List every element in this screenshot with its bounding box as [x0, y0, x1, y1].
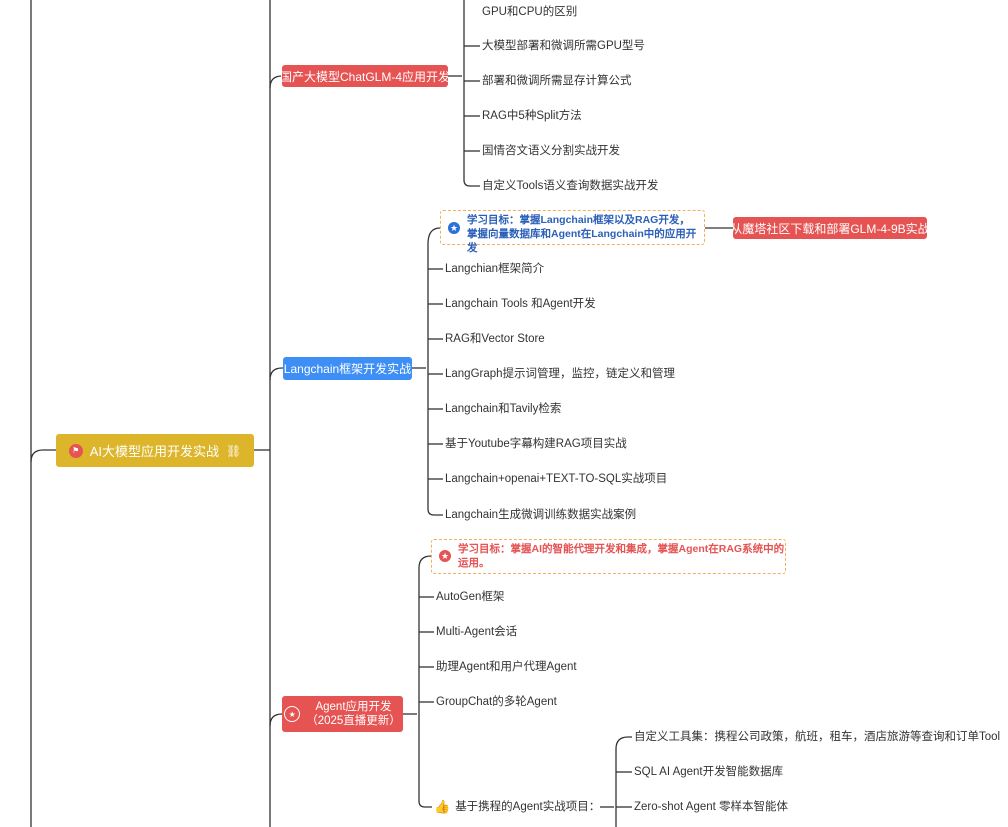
chatglm-node[interactable]: 国产大模型ChatGLM-4应用开发 — [279, 65, 451, 87]
langchain-item[interactable]: LangGraph提示词管理，监控，链定义和管理 — [445, 368, 676, 380]
agent-item[interactable]: GroupChat的多轮Agent — [436, 696, 557, 708]
chatglm-node-label: 国产大模型ChatGLM-4应用开发 — [279, 69, 451, 84]
agent-item[interactable]: Multi-Agent会话 — [436, 626, 518, 638]
project-node-label: 基于携程的Agent实战项目： — [455, 801, 601, 813]
langchain-item[interactable]: Langchain+openai+TEXT-TO-SQL实战项目 — [445, 473, 668, 485]
goal-link-label: 从魔塔社区下载和部署GLM-4-9B实战 — [730, 221, 930, 236]
agent-goal-box[interactable]: ★ 学习目标：掌握AI的智能代理开发和集成，掌握Agent在RAG系统中的 运用… — [431, 539, 786, 574]
langchain-goal-box[interactable]: ★ 学习目标：掌握Langchain框架以及RAG开发， 掌握向量数据库和Age… — [440, 210, 705, 254]
agent-node-sublabel: （2025直播更新） — [306, 715, 401, 727]
root-node-label: AI大模型应用开发实战 — [89, 444, 220, 459]
langchain-item[interactable]: 基于Youtube字幕构建RAG项目实战 — [445, 438, 627, 450]
project-item[interactable]: SQL AI Agent开发智能数据库 — [634, 766, 784, 778]
agent-goal-line1: 学习目标：掌握AI的智能代理开发和集成，掌握Agent在RAG系统中的 — [458, 543, 785, 555]
langchain-item[interactable]: RAG和Vector Store — [445, 333, 545, 345]
langchain-goal-line2: 掌握向量数据库和Agent在Langchain中的应用开发 — [467, 228, 697, 254]
link-icon[interactable]: ⛓ — [226, 443, 242, 458]
agent-node[interactable]: ★ Agent应用开发 （2025直播更新） — [282, 696, 403, 732]
agent-goal-line2: 运用。 — [458, 557, 490, 569]
chatglm-item[interactable]: 自定义Tools语义查询数据实战开发 — [482, 180, 659, 192]
chatglm-item[interactable]: RAG中5种Split方法 — [482, 110, 582, 122]
flag-icon: ⚑ — [68, 443, 83, 458]
agent-node-label: Agent应用开发 — [315, 701, 392, 713]
langchain-item[interactable]: Langchian框架简介 — [445, 263, 545, 275]
chatglm-item[interactable]: 国情咨文语义分割实战开发 — [482, 145, 620, 157]
thumbs-up-icon: 👍 — [434, 799, 451, 814]
project-node[interactable]: 👍 基于携程的Agent实战项目： — [434, 800, 600, 814]
agent-item[interactable]: 助理Agent和用户代理Agent — [436, 661, 577, 673]
langchain-item[interactable]: Langchain和Tavily检索 — [445, 403, 562, 415]
star-badge-icon: ★ — [284, 706, 301, 722]
chatglm-item[interactable]: GPU和CPU的区别 — [482, 6, 578, 18]
project-item[interactable]: 自定义工具集：携程公司政策，航班，租车，酒店旅游等查询和订单Tool — [634, 731, 1001, 743]
root-node[interactable]: ⚑ AI大模型应用开发实战 ⛓ — [56, 434, 254, 467]
langchain-node[interactable]: Langchain框架开发实战 — [283, 357, 412, 380]
chatglm-item[interactable]: 部署和微调所需显存计算公式 — [482, 75, 632, 87]
langchain-item[interactable]: Langchain生成微调训练数据实战案例 — [445, 509, 637, 521]
project-item[interactable]: Zero-shot Agent 零样本智能体 — [634, 801, 789, 813]
langchain-item[interactable]: Langchain Tools 和Agent开发 — [445, 298, 596, 310]
langchain-goal-line1: 学习目标：掌握Langchain框架以及RAG开发， — [467, 214, 690, 226]
chatglm-item[interactable]: 大模型部署和微调所需GPU型号 — [482, 40, 645, 52]
star-badge-icon: ★ — [439, 550, 451, 562]
star-badge-icon: ★ — [448, 222, 460, 234]
goal-link-node[interactable]: 从魔塔社区下载和部署GLM-4-9B实战 — [730, 217, 930, 239]
langchain-node-label: Langchain框架开发实战 — [283, 362, 412, 376]
agent-item[interactable]: AutoGen框架 — [436, 591, 505, 603]
